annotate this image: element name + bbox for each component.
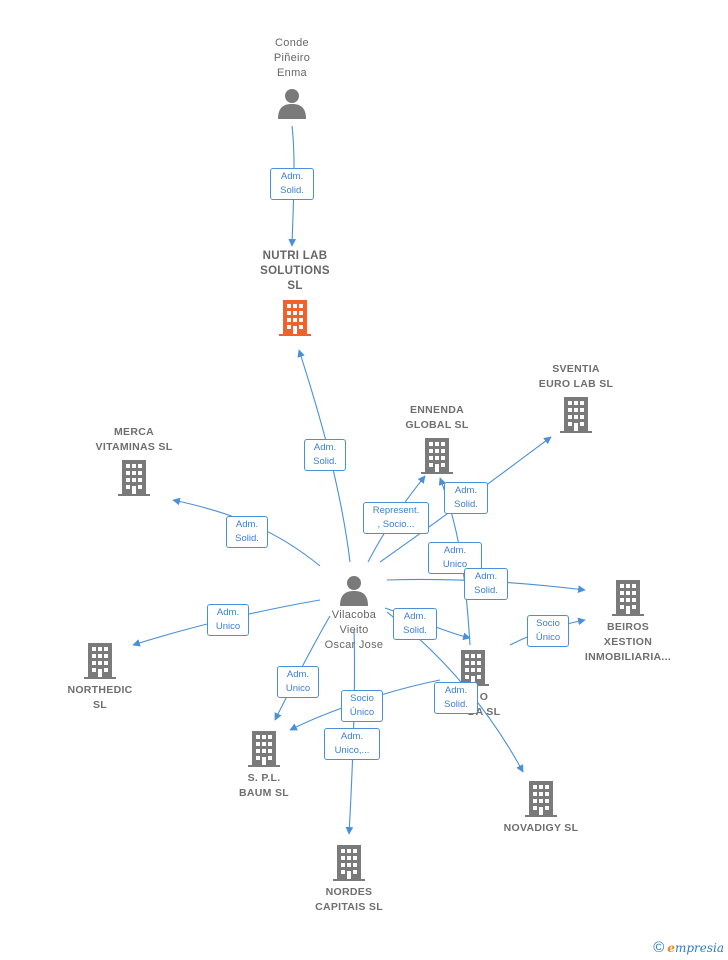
node-label: ENNENDA GLOBAL SL — [405, 404, 469, 431]
edge-label-vilacoba-nutri[interactable]: Adm.Solid. — [304, 439, 346, 471]
building-icon — [457, 650, 489, 686]
node-partially-hidden-company[interactable]: O DA SL — [428, 650, 518, 720]
building-icon — [421, 438, 453, 474]
person-icon — [340, 576, 368, 606]
edge-label-vilacoba-nordes[interactable]: Adm.Unico,... — [324, 728, 380, 760]
building-icon — [279, 300, 311, 336]
node-label: NUTRI LAB SOLUTIONS SL — [260, 250, 330, 292]
node-nutri-lab-solutions[interactable]: NUTRI LAB SOLUTIONS SL — [240, 249, 350, 336]
building-icon — [525, 781, 557, 817]
person-icon — [278, 89, 306, 119]
edge-label-vilacoba-beiros[interactable]: Adm.Solid. — [464, 568, 508, 600]
edge-label-hidden-novadigy[interactable]: Adm.Solid. — [434, 682, 478, 714]
edge-label-vilacoba-ennenda-represent[interactable]: Represent., Socio... — [363, 502, 429, 534]
copyright-icon: © — [653, 939, 665, 956]
node-merca-vitaminas[interactable]: MERCA VITAMINAS SL — [79, 425, 189, 496]
building-icon — [560, 397, 592, 433]
node-northedic[interactable]: NORTHEDIC SL — [45, 643, 155, 713]
node-label: Conde Piñeiro Enma — [273, 37, 311, 79]
node-spl-baum[interactable]: S. P.L. BAUM SL — [209, 731, 319, 801]
brand-logo: empresia — [667, 941, 724, 955]
building-icon — [333, 845, 365, 881]
edge-label-vilacoba-sventia[interactable]: Adm.Solid. — [444, 482, 488, 514]
node-nordes-capitais[interactable]: NORDES CAPITAIS SL — [294, 845, 404, 915]
node-label: MERCA VITAMINAS SL — [95, 426, 173, 453]
building-icon — [118, 460, 150, 496]
building-icon — [84, 643, 116, 679]
node-ennenda-global[interactable]: ENNENDA GLOBAL SL — [382, 403, 492, 474]
node-label: BEIROS XESTION INMOBILIARIA... — [584, 621, 672, 663]
edge-label-vilacoba-spl[interactable]: Adm.Unico — [277, 666, 319, 698]
node-novadigy[interactable]: NOVADIGY SL — [486, 781, 596, 836]
building-icon — [248, 731, 280, 767]
node-label: Vilacoba Vieito Oscar Jose — [324, 609, 384, 651]
node-label: NORTHEDIC SL — [67, 684, 133, 711]
node-conde-pineiro-enma[interactable]: Conde Piñeiro Enma — [242, 36, 342, 119]
node-label: SVENTIA EURO LAB SL — [538, 363, 614, 390]
brand-footer[interactable]: ©empresia — [653, 939, 724, 956]
node-label: S. P.L. BAUM SL — [239, 772, 289, 799]
edge-label-conde-nutri[interactable]: Adm.Solid. — [270, 168, 314, 200]
building-icon — [612, 580, 644, 616]
edge-label-vilacoba-merca[interactable]: Adm.Solid. — [226, 516, 268, 548]
edge-label-vilacoba-hidden[interactable]: Adm.Solid. — [393, 608, 437, 640]
node-sventia-euro-lab[interactable]: SVENTIA EURO LAB SL — [521, 362, 631, 433]
edge-label-vilacoba-northedic[interactable]: Adm.Unico — [207, 604, 249, 636]
edge-label-ennenda-adm-unico[interactable]: Adm.Unico — [428, 542, 482, 574]
node-label: NOVADIGY SL — [503, 822, 579, 834]
node-label: NORDES CAPITAIS SL — [315, 886, 383, 913]
node-beiros-xestion[interactable]: BEIROS XESTION INMOBILIARIA... — [573, 580, 683, 665]
node-vilacoba-vieito-oscar-jose[interactable]: Vilacoba Vieito Oscar Jose — [304, 574, 404, 653]
